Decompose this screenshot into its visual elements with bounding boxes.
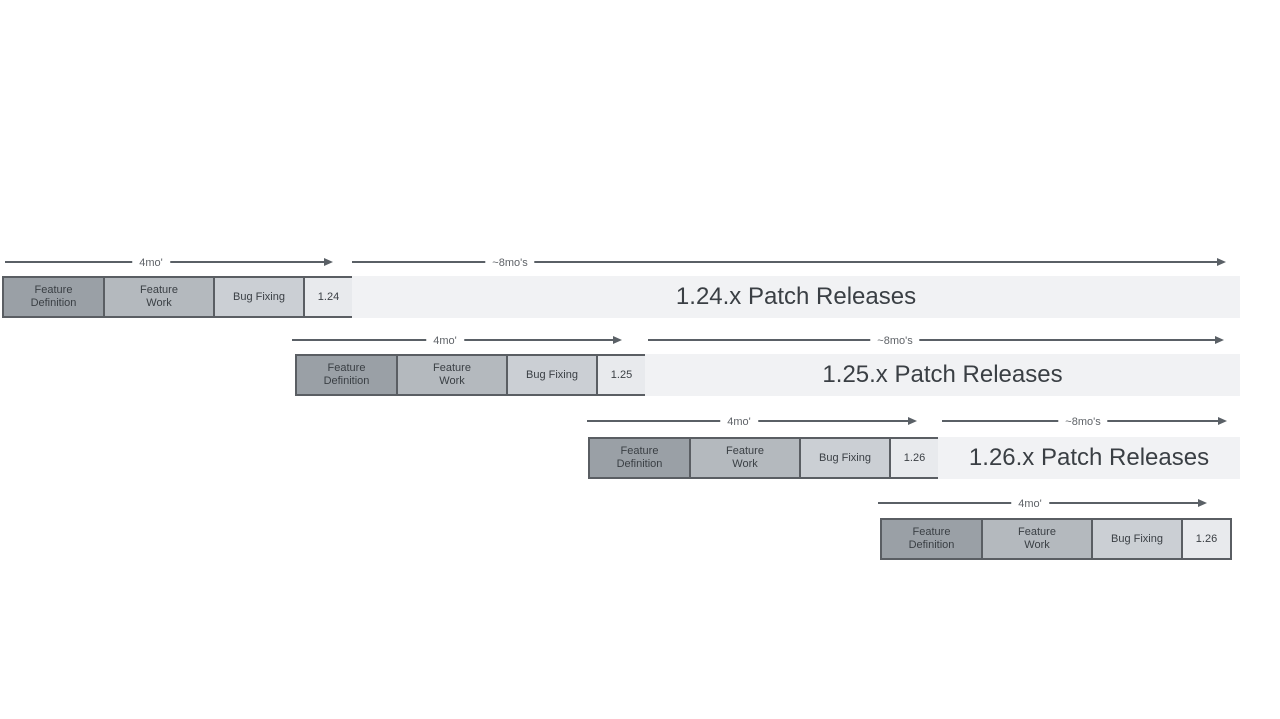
feature-work-cell: Feature Work xyxy=(689,439,799,477)
arrow-head-icon xyxy=(908,417,917,425)
version-label: 1.24 xyxy=(317,290,340,303)
feature-work-label: Feature Work xyxy=(140,284,178,309)
feature-work-label: Feature Work xyxy=(726,445,764,470)
arrow-head-icon xyxy=(1198,499,1207,507)
feature-definition-cell: Feature Definition xyxy=(590,439,689,477)
arrow-head-icon xyxy=(324,258,333,266)
dev-duration-label: 4mo' xyxy=(1011,497,1049,511)
phase-strip: Feature Definition Feature Work Bug Fixi… xyxy=(588,437,940,479)
arrow-head-icon xyxy=(1217,258,1226,266)
patch-releases-label: 1.24.x Patch Releases xyxy=(675,283,917,310)
dev-duration-label: 4mo' xyxy=(720,415,758,429)
patch-releases-bar: 1.24.x Patch Releases xyxy=(352,276,1240,318)
phase-strip: Feature Definition Feature Work Bug Fixi… xyxy=(2,276,354,318)
patch-duration-arrow xyxy=(648,339,1216,341)
feature-definition-cell: Feature Definition xyxy=(4,278,103,316)
bug-fixing-label: Bug Fixing xyxy=(819,451,871,464)
feature-definition-cell: Feature Definition xyxy=(882,520,981,558)
feature-definition-label: Feature Definition xyxy=(323,362,370,387)
feature-definition-label: Feature Definition xyxy=(30,284,77,309)
arrow-head-icon xyxy=(613,336,622,344)
arrow-head-icon xyxy=(1215,336,1224,344)
feature-work-cell: Feature Work xyxy=(396,356,506,394)
version-cell: 1.26 xyxy=(1181,520,1230,558)
version-cell: 1.25 xyxy=(596,356,645,394)
version-cell: 1.26 xyxy=(889,439,938,477)
patch-duration-label: ~8mo's xyxy=(485,256,535,270)
feature-work-cell: Feature Work xyxy=(103,278,213,316)
bug-fixing-label: Bug Fixing xyxy=(1111,532,1163,545)
dev-duration-label: 4mo' xyxy=(426,334,464,348)
patch-releases-label: 1.25.x Patch Releases xyxy=(822,361,1063,388)
phase-strip: Feature Definition Feature Work Bug Fixi… xyxy=(295,354,647,396)
bug-fixing-cell: Bug Fixing xyxy=(213,278,303,316)
feature-work-label: Feature Work xyxy=(433,362,471,387)
bug-fixing-cell: Bug Fixing xyxy=(1091,520,1181,558)
dev-duration-label: 4mo' xyxy=(132,256,170,270)
bug-fixing-cell: Bug Fixing xyxy=(799,439,889,477)
patch-releases-bar: 1.26.x Patch Releases xyxy=(938,437,1240,479)
feature-definition-label: Feature Definition xyxy=(616,445,663,470)
version-label: 1.25 xyxy=(610,368,633,381)
phase-strip: Feature Definition Feature Work Bug Fixi… xyxy=(880,518,1232,560)
patch-duration-label: ~8mo's xyxy=(870,334,920,348)
bug-fixing-cell: Bug Fixing xyxy=(506,356,596,394)
feature-work-cell: Feature Work xyxy=(981,520,1091,558)
patch-duration-arrow xyxy=(352,261,1218,263)
patch-releases-bar: 1.25.x Patch Releases xyxy=(645,354,1240,396)
arrow-head-icon xyxy=(1218,417,1227,425)
bug-fixing-label: Bug Fixing xyxy=(233,290,285,303)
patch-releases-label: 1.26.x Patch Releases xyxy=(968,444,1210,471)
version-label: 1.26 xyxy=(1195,532,1218,545)
version-cell: 1.24 xyxy=(303,278,352,316)
patch-duration-label: ~8mo's xyxy=(1058,415,1108,429)
feature-definition-cell: Feature Definition xyxy=(297,356,396,394)
version-label: 1.26 xyxy=(903,451,926,464)
bug-fixing-label: Bug Fixing xyxy=(526,368,578,381)
feature-work-label: Feature Work xyxy=(1018,526,1056,551)
feature-definition-label: Feature Definition xyxy=(908,526,955,551)
